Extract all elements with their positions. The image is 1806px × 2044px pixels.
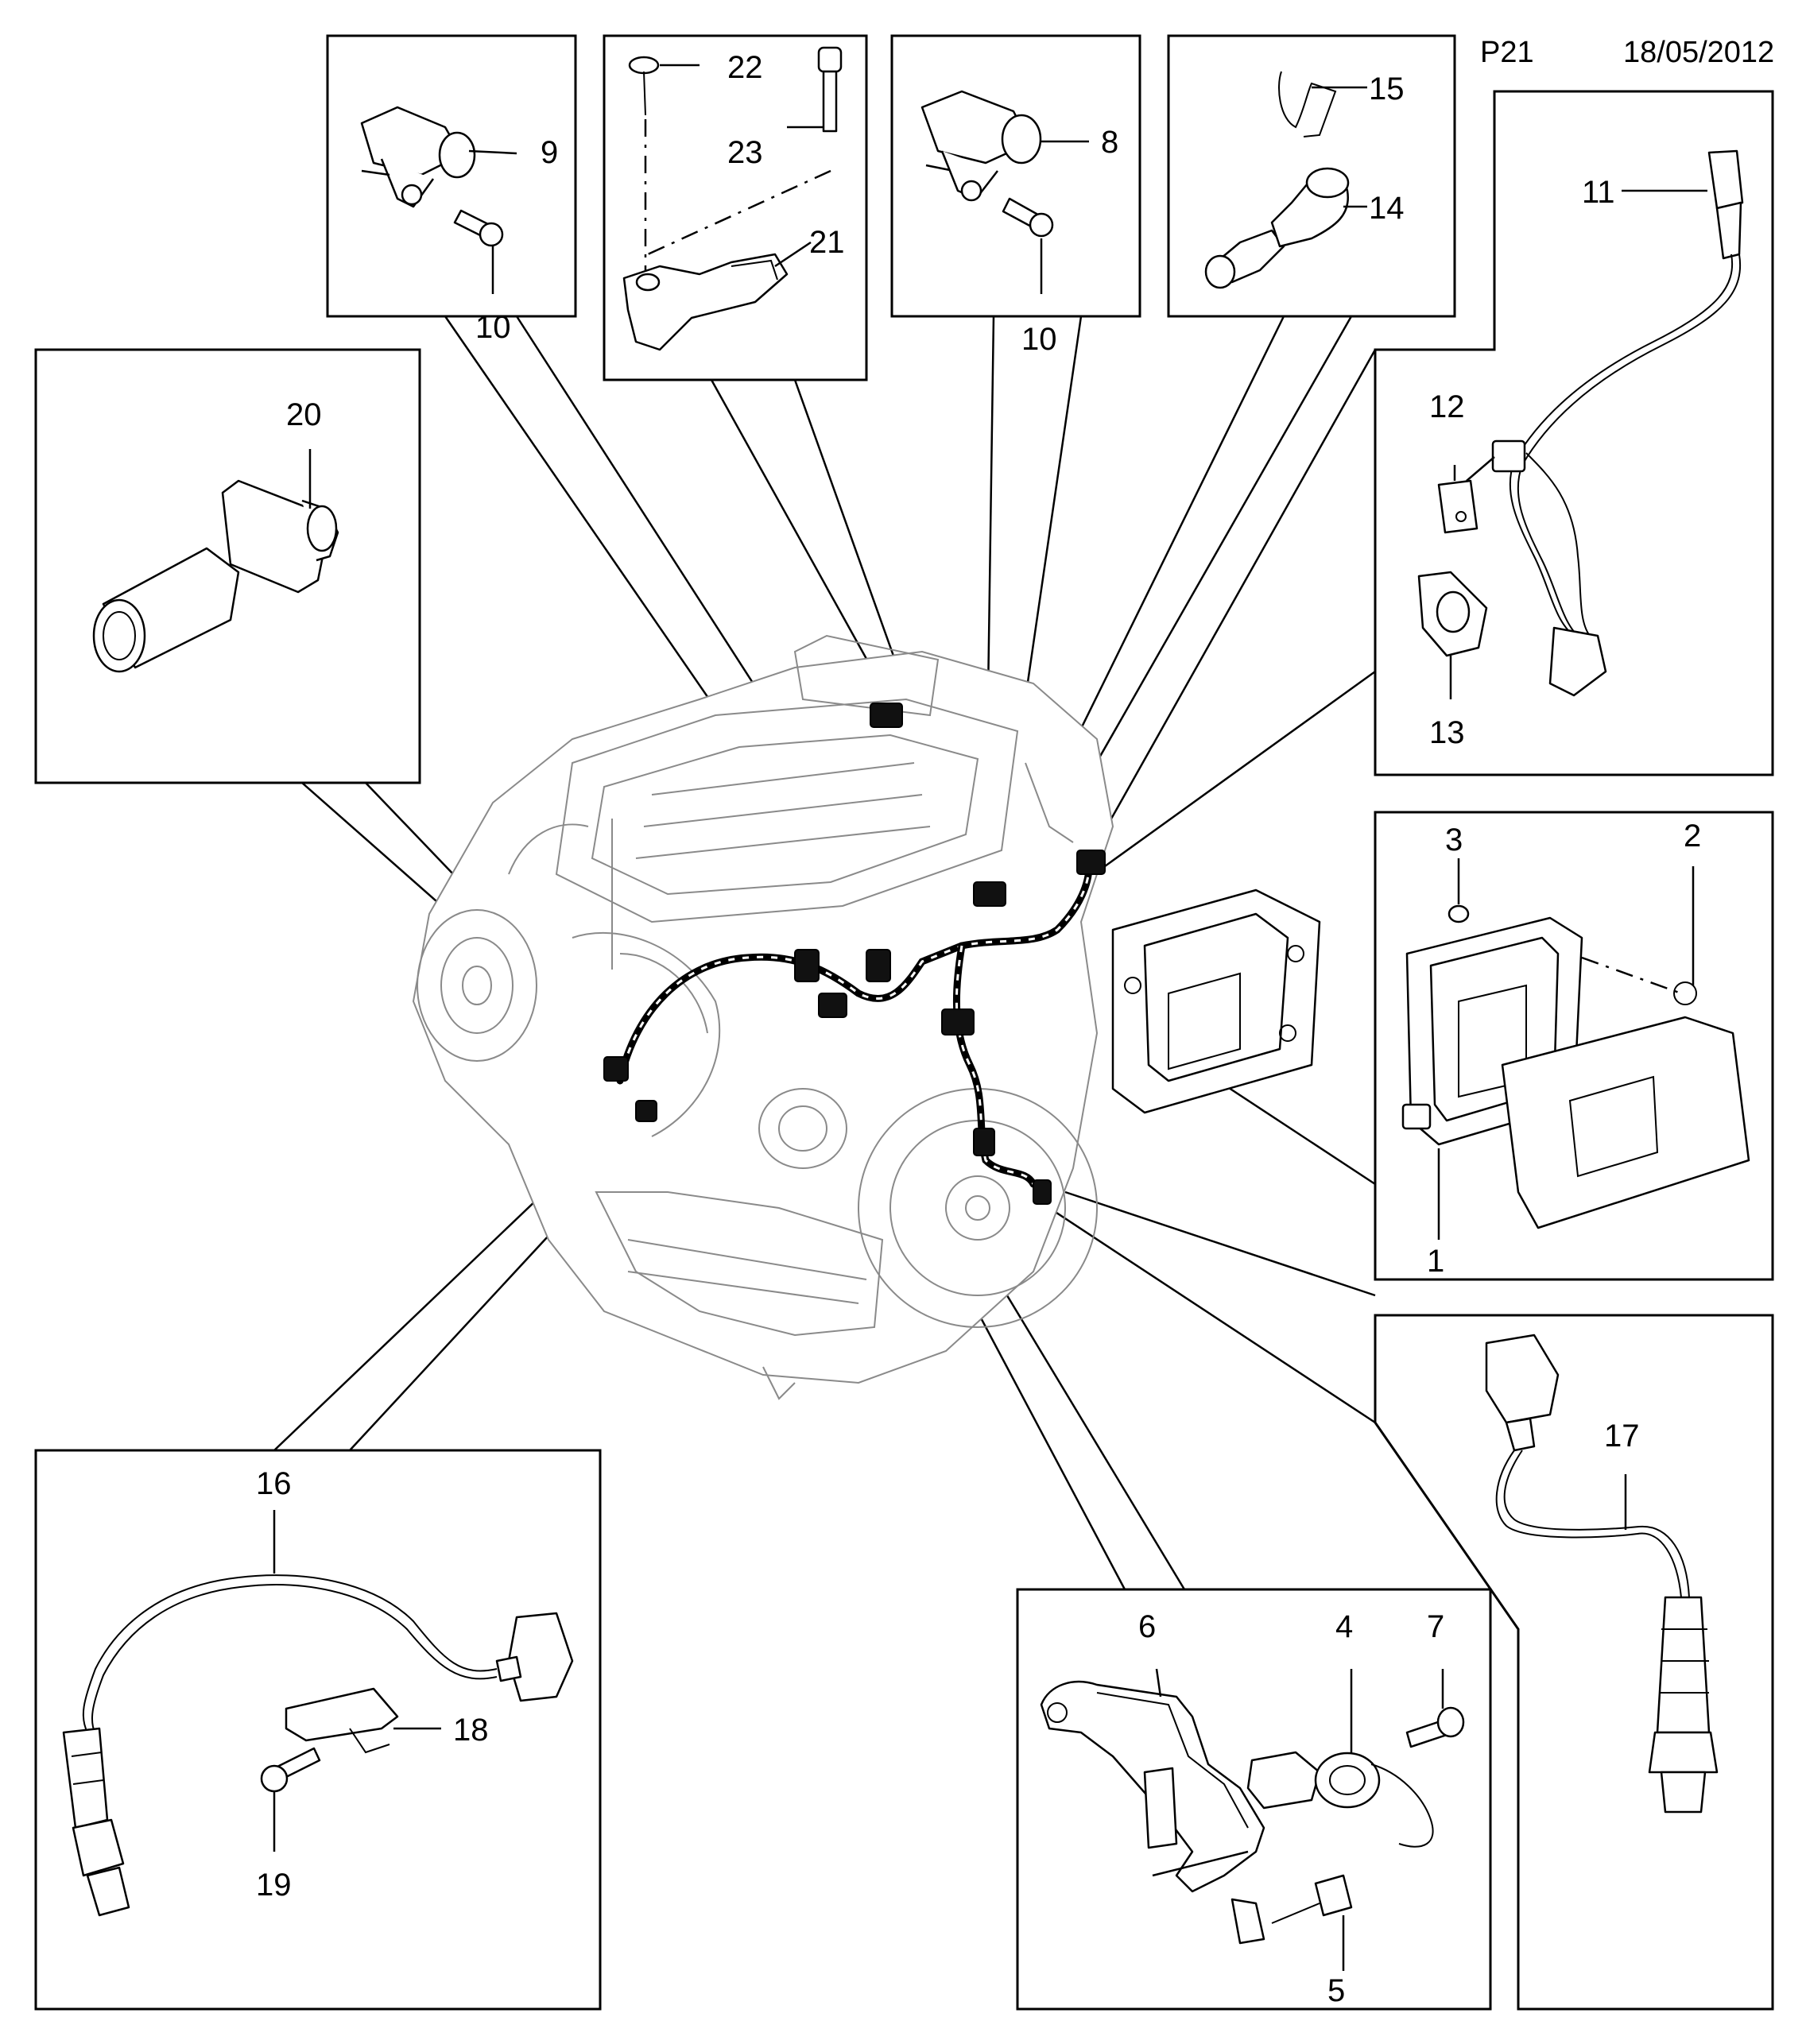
callout-2: 2 [1684, 819, 1701, 854]
callout-8: 8 [1101, 125, 1118, 160]
engine-assembly [412, 634, 1114, 1400]
page-date: 18/05/2012 [1623, 36, 1774, 69]
callout-14: 14 [1369, 191, 1405, 226]
callout-18: 18 [453, 1713, 489, 1748]
callout-box-temperature-sensor: 15 14 [1167, 34, 1456, 318]
wiring-harness [603, 703, 1106, 1205]
callout-box-oxygen-sensor-16: 16 18 19 [34, 1449, 602, 2011]
callout-19: 19 [256, 1868, 292, 1903]
callout-17: 17 [1604, 1419, 1640, 1454]
callout-9: 9 [541, 135, 558, 170]
callout-box-bracket-assembly: 6 4 7 5 [1016, 1588, 1492, 2011]
callout-12: 12 [1429, 389, 1465, 424]
callout-11: 11 [1582, 175, 1615, 210]
callout-10a: 10 [475, 310, 511, 345]
callout-20: 20 [286, 397, 322, 432]
callout-21: 21 [809, 225, 845, 260]
callout-box-oil-pressure-switch: 20 [34, 348, 421, 784]
callout-4: 4 [1335, 1609, 1353, 1644]
ecu-module-on-engine [1111, 888, 1321, 1114]
callout-box-ecu: 3 2 1 [1374, 811, 1774, 1281]
callout-16: 16 [256, 1466, 292, 1501]
callout-6: 6 [1138, 1609, 1156, 1644]
callout-13: 13 [1429, 715, 1465, 750]
page-code: P21 [1480, 36, 1534, 69]
callout-1: 1 [1427, 1244, 1444, 1279]
callout-5: 5 [1327, 1973, 1345, 2008]
callout-box-knock-sensor: 11 12 13 [1374, 90, 1774, 776]
callout-10b: 10 [1021, 322, 1057, 357]
callout-22: 22 [727, 50, 763, 85]
callout-23: 23 [727, 135, 763, 170]
callout-3: 3 [1445, 823, 1463, 857]
callout-7: 7 [1427, 1609, 1444, 1644]
callout-15: 15 [1369, 72, 1405, 106]
callout-box-crankshaft-sensor: 8 10 [890, 34, 1141, 357]
callout-box-map-sensor: 22 23 21 [603, 34, 868, 381]
callout-box-oxygen-sensor-17: 17 [1374, 1314, 1774, 2011]
callout-box-camshaft-sensor: 9 10 [326, 34, 577, 345]
